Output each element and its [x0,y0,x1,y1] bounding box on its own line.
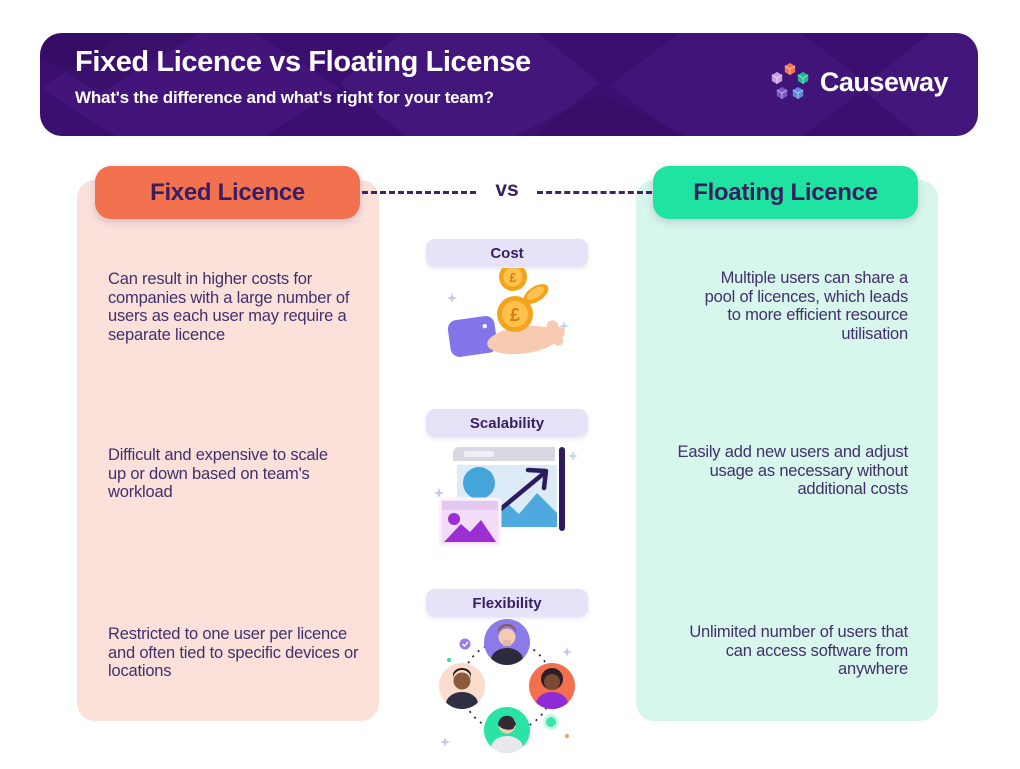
cube-upper-right [797,72,809,84]
avatar-top [484,619,530,665]
avatar-right [529,663,575,709]
hand [487,320,565,355]
header-pattern [40,33,978,136]
category-pill-flexibility: Flexibility [426,589,588,617]
sleeve [447,315,498,357]
fixed-licence-panel [77,180,379,721]
header-banner: Fixed Licence vs Floating License What's… [40,33,978,136]
avatar-bottom [484,707,530,753]
category-pill-scalability: Scalability [426,409,588,437]
floating-point-cost: Multiple users can share a pool of licen… [704,269,909,343]
coin-small-top: £ [499,268,527,291]
causeway-cubes-icon [771,63,809,99]
floating-point-flexibility: Unlimited number of users that can acces… [689,623,908,679]
category-label-scalability: Scalability [469,414,545,432]
floating-licence-header: Floating Licence [653,166,918,219]
brand-name: Causeway [819,66,949,97]
floating-licence-panel [636,180,938,721]
floating-point-scalability: Easily add new users and adjust usage as… [677,443,909,499]
fixed-point-flexibility: Restricted to one user per licence and o… [108,625,359,681]
avatar-left [439,663,485,709]
connector-dash-left [362,191,476,194]
cube-top [784,63,796,75]
coin-tilted [523,284,549,304]
category-label-cost: Cost [490,244,524,262]
check-badge [459,638,471,650]
fixed-point-scalability: Difficult and expensive to scale up or d… [108,446,328,502]
brand-logo: Causeway [767,59,949,105]
vs-label: vs [495,178,519,201]
cube-lower-right [792,87,804,99]
fixed-licence-title: Fixed Licence [150,178,305,206]
page-title: Fixed Licence vs Floating License [75,46,531,78]
fixed-point-cost: Can result in higher costs for companies… [108,270,350,344]
growth-chart-icon [434,447,578,547]
fixed-licence-header: Fixed Licence [95,166,360,219]
floating-licence-title: Floating Licence [693,178,878,206]
category-pill-cost: Cost [426,239,588,267]
green-dot [546,717,556,727]
user-network-icon [439,619,575,753]
svg-text:£: £ [509,270,517,285]
coin-large: £ [497,296,533,332]
connector-dash-right [537,191,652,194]
cube-lower-left [776,87,788,99]
cube-upper-left [771,72,783,84]
coins-in-hand-icon: £ £ [447,268,569,357]
page-subtitle: What's the difference and what's right f… [75,88,494,107]
header-text-block: Fixed Licence vs Floating License What's… [75,46,531,108]
category-label-flexibility: Flexibility [472,594,542,612]
image-card [438,497,502,547]
svg-text:£: £ [510,305,520,325]
